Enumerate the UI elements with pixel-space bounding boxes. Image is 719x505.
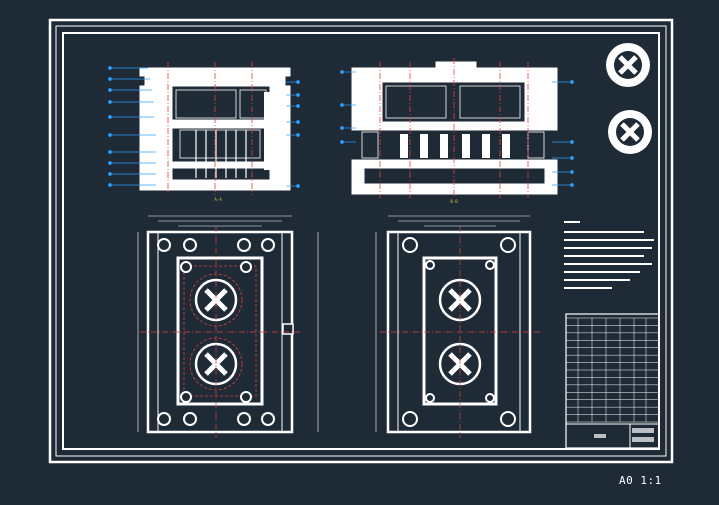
technical-notes bbox=[564, 221, 654, 289]
centerlines-left bbox=[167, 62, 253, 195]
dimension-lines-right bbox=[375, 215, 530, 432]
part-3d-preview-bottom[interactable] bbox=[608, 110, 652, 154]
centerlines-right bbox=[379, 58, 529, 198]
section-view-left[interactable]: A-A bbox=[108, 62, 300, 202]
plan-centerlines-left bbox=[140, 226, 300, 438]
section-caption-right: B-B bbox=[450, 199, 458, 204]
section-caption-left: A-A bbox=[214, 197, 222, 202]
dimension-lines-left bbox=[137, 215, 319, 432]
leader-lines-left bbox=[108, 66, 300, 188]
plan-centerlines-right bbox=[380, 226, 540, 438]
part-3d-preview-top[interactable] bbox=[606, 43, 650, 87]
sheet-border bbox=[48, 18, 674, 464]
leader-lines-right bbox=[340, 70, 574, 187]
section-view-right[interactable]: B-B bbox=[340, 58, 574, 204]
plan-view-left[interactable] bbox=[137, 215, 319, 438]
scale-label: A0 1:1 bbox=[619, 474, 662, 487]
title-block[interactable] bbox=[565, 313, 660, 449]
plan-view-right[interactable] bbox=[375, 215, 540, 438]
